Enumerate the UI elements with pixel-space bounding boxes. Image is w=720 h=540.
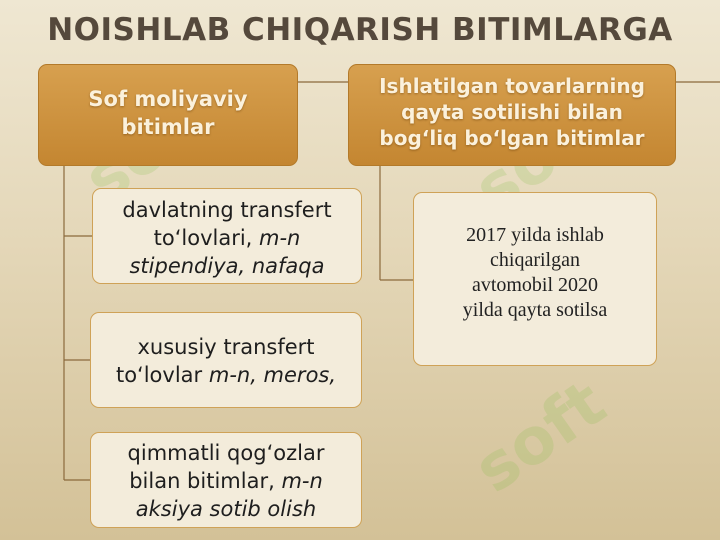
item-text: bilan bitimlar, — [129, 469, 282, 493]
item-text: to‘lovlar m-n, meros, — [91, 361, 361, 389]
item-text: xususiy transfert — [137, 335, 315, 359]
right-header-line3: bog‘liq bo‘lgan bitimlar — [379, 126, 645, 150]
item-text-italic: aksiya sotib olish — [135, 497, 317, 521]
item-text: bilan bitimlar, m-n — [91, 467, 361, 495]
right-header-line2: qayta sotilishi bilan — [401, 100, 623, 124]
item-text: 2017 yilda ishlab — [466, 224, 604, 246]
item-text-italic: m-n, meros, — [208, 363, 337, 387]
item-text: yilda qayta sotilsa — [462, 299, 608, 321]
item-text-italic: m-n — [259, 226, 301, 250]
right-header-line1: Ishlatilgan tovarlarning — [379, 74, 645, 98]
left-item-box-1: davlatning transfert to‘lovlari, m-n sti… — [92, 188, 362, 284]
item-text: chiqarilgan — [490, 249, 580, 271]
item-text-italic: m-n — [281, 469, 323, 493]
item-text: qimmatli qog‘ozlar — [127, 441, 325, 465]
left-item-box-3: qimmatli qog‘ozlar bilan bitimlar, m-n a… — [90, 432, 362, 528]
left-header-line1: Sof moliyaviy — [88, 87, 248, 111]
left-header-line2: bitimlar — [121, 115, 215, 139]
item-text: avtomobil 2020 — [471, 274, 599, 296]
item-text: to‘lovlari, m-n — [93, 224, 361, 252]
left-header-box: Sof moliyaviy bitimlar — [38, 64, 298, 166]
page-title: NOISHLAB CHIQARISH BITIMLARGA — [47, 12, 673, 48]
item-text-italic: stipendiya, nafaqa — [129, 254, 325, 278]
right-header-box: Ishlatilgan tovarlarning qayta sotilishi… — [348, 64, 676, 166]
right-item-box: 2017 yilda ishlab chiqarilgan avtomobil … — [413, 192, 657, 366]
item-text: davlatning transfert — [122, 198, 332, 222]
item-text: to‘lovlar — [115, 363, 209, 387]
left-item-box-2: xususiy transfert to‘lovlar m-n, meros, — [90, 312, 362, 408]
item-text: to‘lovlari, — [153, 226, 260, 250]
